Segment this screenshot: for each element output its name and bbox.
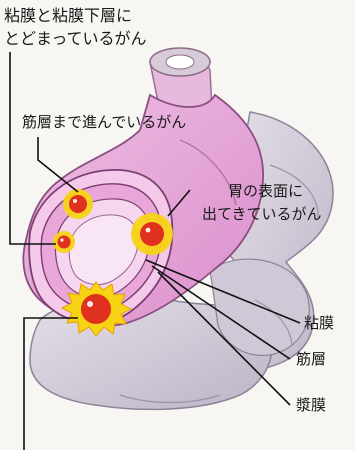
- tumor-mucosa-lower: [53, 231, 75, 253]
- label-muscle-cancer: 筋層まで進んでいるがん: [22, 115, 186, 130]
- label-layer-serosa: 漿膜: [296, 398, 326, 413]
- esophagus-lumen: [166, 55, 194, 69]
- label-layer-mucosa: 粘膜: [304, 316, 334, 331]
- tumor-mucosa-upper: [63, 189, 93, 219]
- label-surface-cancer-line2: 出てきているがん: [202, 207, 322, 222]
- label-layer-muscle: 筋層: [296, 352, 326, 367]
- tumor-muscle: [131, 213, 173, 255]
- label-mucosa-cancer-line1: 粘膜と粘膜下層に: [4, 8, 132, 24]
- label-surface-cancer-line1: 胃の表面に: [228, 184, 303, 199]
- label-mucosa-cancer-line2: とどまっているがん: [4, 31, 147, 47]
